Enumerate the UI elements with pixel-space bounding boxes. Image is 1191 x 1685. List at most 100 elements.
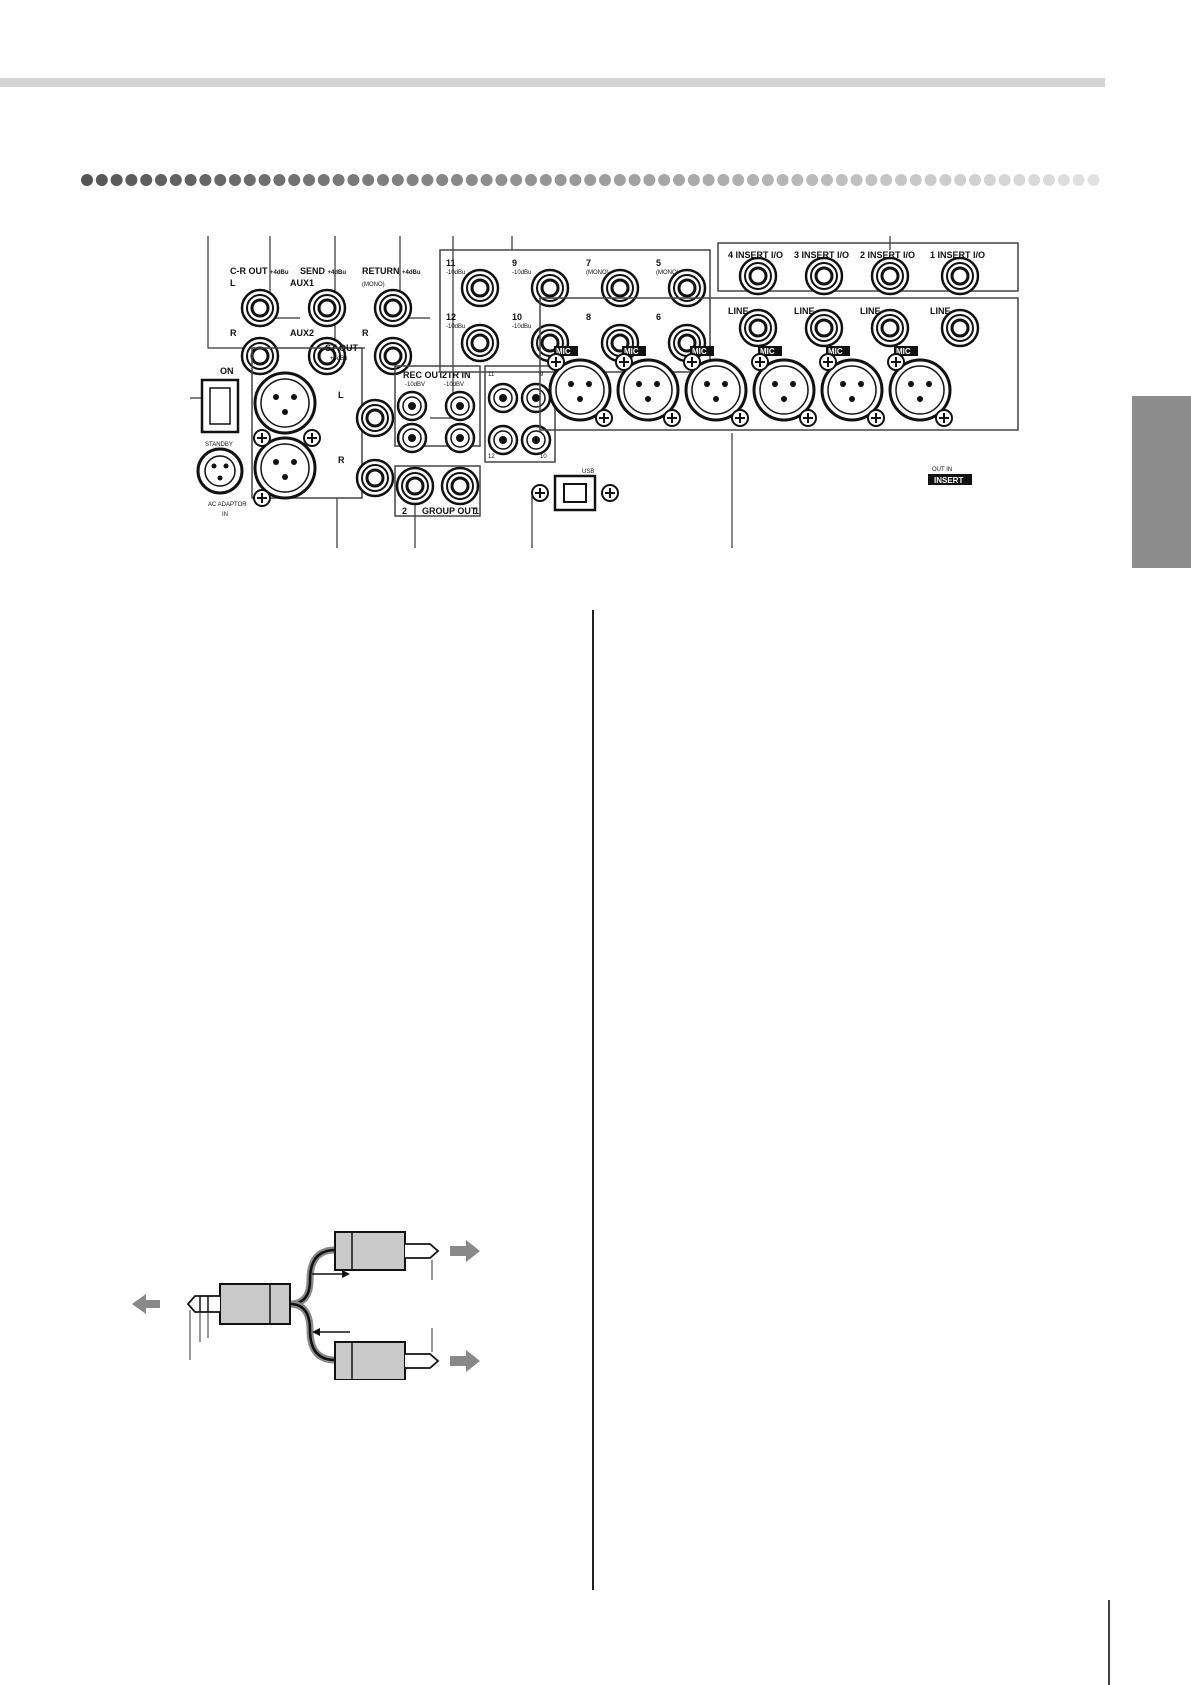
rule-dot (776, 174, 789, 186)
svg-text:8: 8 (586, 312, 591, 322)
group-out-1-jack[interactable] (440, 466, 480, 506)
rule-dot (273, 174, 286, 186)
svg-text:LINE: LINE (794, 306, 815, 316)
line-3-jack[interactable] (804, 308, 844, 348)
insert-cable-diagram (132, 1231, 480, 1380)
screw (253, 429, 271, 447)
screw (887, 353, 905, 371)
rule-dot (391, 174, 404, 186)
rule-dot (687, 174, 700, 186)
ch11-jack[interactable] (460, 268, 500, 308)
rule-dot (969, 174, 981, 186)
svg-text:LINE: LINE (860, 306, 881, 316)
rule-dot (806, 174, 819, 186)
ch12-jack[interactable] (460, 323, 500, 363)
rule-dot (747, 174, 759, 186)
svg-text:AUX1: AUX1 (290, 278, 314, 288)
rule-dot (81, 174, 93, 186)
arrow-right-lower (450, 1350, 480, 1372)
insert-2-jack[interactable] (870, 256, 910, 296)
rule-dot (229, 174, 241, 186)
rule-dot (835, 174, 848, 186)
rule-dot (184, 174, 197, 186)
screw (253, 489, 271, 507)
rule-dot (865, 174, 878, 186)
rule-dot (554, 174, 567, 186)
rca-12-r[interactable] (487, 424, 519, 456)
insert-1-jack[interactable] (940, 256, 980, 296)
svg-text:12: 12 (488, 454, 495, 460)
insert-3-jack[interactable] (804, 256, 844, 296)
rule-dot (895, 174, 907, 186)
rule-dot (421, 174, 434, 186)
screw (663, 409, 681, 427)
svg-text:REC OUT: REC OUT (403, 370, 444, 380)
ts-plug-lower-body (334, 1341, 406, 1380)
cr-out-l-jack[interactable] (240, 288, 280, 328)
svg-text:1: 1 (474, 506, 479, 516)
rule-dot (850, 174, 863, 186)
rule-dot (510, 174, 523, 186)
rule-dot (347, 174, 360, 186)
group-out-2-jack[interactable] (395, 466, 435, 506)
insert-4-jack[interactable] (738, 256, 778, 296)
ch5-jack[interactable] (667, 268, 707, 308)
svg-text:-10dBu: -10dBu (446, 270, 465, 276)
mic-label: MIC (760, 347, 775, 356)
rule-dot (451, 174, 463, 186)
rec-out-r-rca[interactable] (396, 422, 428, 454)
ch9-jack[interactable] (530, 268, 570, 308)
st-out-r-xlr[interactable] (253, 436, 317, 500)
svg-text:1 INSERT I/O: 1 INSERT I/O (930, 250, 985, 260)
svg-text:9: 9 (512, 258, 517, 268)
rule-dot (436, 174, 449, 186)
aux1-send-jack[interactable] (307, 288, 347, 328)
rule-dot (169, 174, 182, 186)
rule-dot (110, 174, 123, 186)
svg-text:STANDBY: STANDBY (205, 442, 233, 448)
svg-text:LINE: LINE (930, 306, 951, 316)
st-out-r-jack[interactable] (355, 458, 395, 498)
arrow-out (342, 1270, 350, 1278)
rca-9-l[interactable] (520, 382, 552, 414)
line-4-jack[interactable] (738, 308, 778, 348)
2tr-in-l-rca[interactable] (444, 390, 476, 422)
rule-dot (1057, 174, 1070, 186)
svg-text:R: R (362, 328, 369, 338)
rule-dot (525, 174, 537, 186)
line-2-jack[interactable] (870, 308, 910, 348)
rule-dot (258, 174, 271, 186)
line-1-jack[interactable] (940, 308, 980, 348)
rule-dot (924, 174, 937, 186)
ts-plug-lower-tip (405, 1353, 440, 1369)
rca-11-l[interactable] (487, 382, 519, 414)
st-out-l-jack[interactable] (355, 398, 395, 438)
svg-text:L: L (338, 390, 344, 400)
ch7-jack[interactable] (600, 268, 640, 308)
mic-label: MIC (624, 347, 639, 356)
return-l-jack[interactable] (373, 288, 413, 328)
st-out-l-xlr[interactable] (253, 371, 317, 435)
rule-dot (599, 174, 611, 186)
mic-badge (894, 346, 918, 356)
rule-dot (332, 174, 345, 186)
2tr-in-r-rca[interactable] (444, 422, 476, 454)
mic-badge (622, 346, 646, 356)
rec-out-l-rca[interactable] (396, 390, 428, 422)
rule-dot (673, 174, 685, 186)
rule-dot (465, 174, 478, 186)
svg-text:ON: ON (220, 366, 234, 376)
screw (615, 353, 633, 371)
rule-dot (480, 174, 493, 186)
svg-text:GROUP OUT: GROUP OUT (422, 506, 477, 516)
screw (303, 429, 321, 447)
rule-dot (95, 174, 108, 186)
rule-dot (140, 174, 153, 186)
ts-plug-upper-body (334, 1231, 406, 1271)
svg-text:5: 5 (656, 258, 661, 268)
rule-dot (1028, 174, 1041, 186)
rule-dot (288, 174, 301, 186)
ts-plug-upper-tip (405, 1243, 440, 1259)
return-r-jack[interactable] (373, 336, 413, 376)
cr-out-r-jack[interactable] (240, 336, 280, 376)
